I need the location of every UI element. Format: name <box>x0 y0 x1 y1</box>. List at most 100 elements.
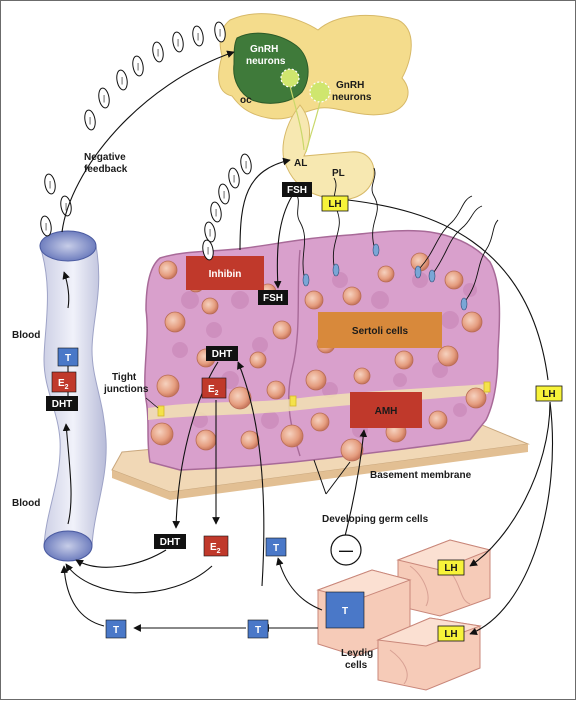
leydig-label-1: Leydig <box>341 648 373 659</box>
e2-box-vessel <box>51 371 77 393</box>
svg-text:|: | <box>89 116 91 125</box>
t-to-dht-arrow <box>237 361 265 587</box>
svg-text:|: | <box>49 180 51 189</box>
feedback-ellipse: | <box>98 87 110 109</box>
feedback-ellipse: | <box>202 239 214 261</box>
lh-box-leydig-2 <box>437 625 465 642</box>
negative-feedback-label-1: Negative <box>84 152 126 163</box>
minus-sign: — <box>339 542 353 558</box>
gnrh-label-1: GnRH <box>250 44 278 55</box>
basement-membrane-label: Basement membrane <box>370 470 472 481</box>
svg-text:|: | <box>177 38 179 47</box>
lh-label-side: LH <box>542 389 555 400</box>
t-label-leydig: T <box>342 606 348 617</box>
sperm-heads <box>302 243 468 311</box>
feedback-ellipse: | <box>116 69 128 91</box>
fsh-arrow <box>273 195 293 289</box>
fsh-box-tubule <box>258 290 288 305</box>
svg-text:|: | <box>197 32 199 41</box>
dht-into-vessel-arrow <box>75 549 167 568</box>
vessel-arrow-up-2 <box>62 271 70 309</box>
t-box-vessel <box>57 347 79 367</box>
dht-box-tubule <box>206 346 238 361</box>
t-box-bottom-left <box>105 619 127 639</box>
gnrh-label-2: GnRH <box>336 80 364 91</box>
feedback-ellipse: | <box>218 183 230 205</box>
leydig-label-2: cells <box>345 660 368 671</box>
e2-box-bottom <box>203 535 229 557</box>
feedback-ellipse: | <box>214 21 226 43</box>
blood-label-top: Blood <box>12 330 40 341</box>
svg-text:|: | <box>215 208 217 217</box>
tight-junctions-label-1: Tight <box>112 372 137 383</box>
svg-text:|: | <box>103 94 105 103</box>
svg-text:|: | <box>233 174 235 183</box>
t-box-bottom-right <box>247 619 269 639</box>
dht-label-vessel: DHT <box>52 399 73 410</box>
tight-junctions-label-2: junctions <box>103 384 149 395</box>
feedback-ellipse: | <box>132 55 144 77</box>
feedback-ellipse: | <box>204 221 216 243</box>
lh-arrow-leydig-2 <box>469 401 553 635</box>
t-into-vessel-arrow <box>60 565 105 627</box>
t-label-vessel: T <box>65 353 71 364</box>
gnrh-label-2b: neurons <box>332 92 372 103</box>
feedback-ellipse: | <box>228 167 240 189</box>
arrows <box>60 50 553 635</box>
feedback-ellipse: | <box>44 173 56 195</box>
svg-text:|: | <box>45 222 47 231</box>
sertoli-cells-box <box>318 312 442 348</box>
inhibition-sign: — <box>330 534 362 566</box>
negative-feedback-ellipses: | | | | | | | | | | | | | | | | | <box>40 21 252 261</box>
feedback-ellipse: | <box>40 215 52 237</box>
feedback-arrow-to-hypothalamus <box>61 50 235 233</box>
inhibin-box <box>186 256 264 290</box>
svg-text:|: | <box>207 246 209 255</box>
sertoli-cells-label: Sertoli cells <box>352 326 409 337</box>
feedback-ellipse: | <box>192 25 204 47</box>
amh-box <box>350 392 422 428</box>
dht-label-tubule: DHT <box>212 349 233 360</box>
e2-label-bottom: E2 <box>210 542 221 555</box>
inhibin-feedback-arrow <box>239 157 291 251</box>
svg-text:|: | <box>121 76 123 85</box>
svg-text:|: | <box>157 48 159 57</box>
dht-to-blood-arrow <box>172 361 219 529</box>
feedback-ellipse: | <box>60 195 72 217</box>
lh-box-pituitary <box>321 195 349 212</box>
feedback-ellipse: | <box>84 109 96 131</box>
lh-label-leydig-2: LH <box>444 629 457 640</box>
developing-germ-cells-label: Developing germ cells <box>322 514 429 525</box>
lh-arrow-leydig-1 <box>469 401 551 567</box>
feedback-ellipse: | <box>240 153 252 175</box>
lh-label-pituitary: LH <box>328 199 341 210</box>
negative-feedback-label-2: feedback <box>84 164 128 175</box>
fsh-label-pituitary: FSH <box>287 185 307 196</box>
tight-junction-pointer <box>145 397 159 409</box>
fsh-box-pituitary <box>282 182 312 197</box>
gnrh-neuron-cluster <box>280 68 300 88</box>
pl-label: PL <box>332 168 345 179</box>
t-box-leydig <box>325 591 365 629</box>
gnrh-neuron-cluster <box>309 81 331 103</box>
al-label: AL <box>294 158 307 169</box>
t-box-mid <box>265 537 287 557</box>
fsh-label-tubule: FSH <box>263 293 283 304</box>
svg-text:|: | <box>223 190 225 199</box>
lh-path-upper <box>347 199 549 381</box>
svg-text:|: | <box>219 28 221 37</box>
lh-box-leydig-1 <box>437 559 465 576</box>
dht-box-vessel <box>46 396 78 411</box>
vessel-bottom-opening <box>43 530 93 562</box>
feedback-ellipse: | <box>172 31 184 53</box>
e2-label-vessel: E2 <box>58 378 69 391</box>
e2-box-tubule <box>201 377 227 399</box>
svg-text:|: | <box>245 160 247 169</box>
feedback-ellipse: | <box>210 201 222 223</box>
germ-cell-pointers <box>313 459 351 495</box>
inhibin-label: Inhibin <box>209 269 242 280</box>
dht-label-bottom: DHT <box>160 537 181 548</box>
amh-label: AMH <box>375 406 398 417</box>
